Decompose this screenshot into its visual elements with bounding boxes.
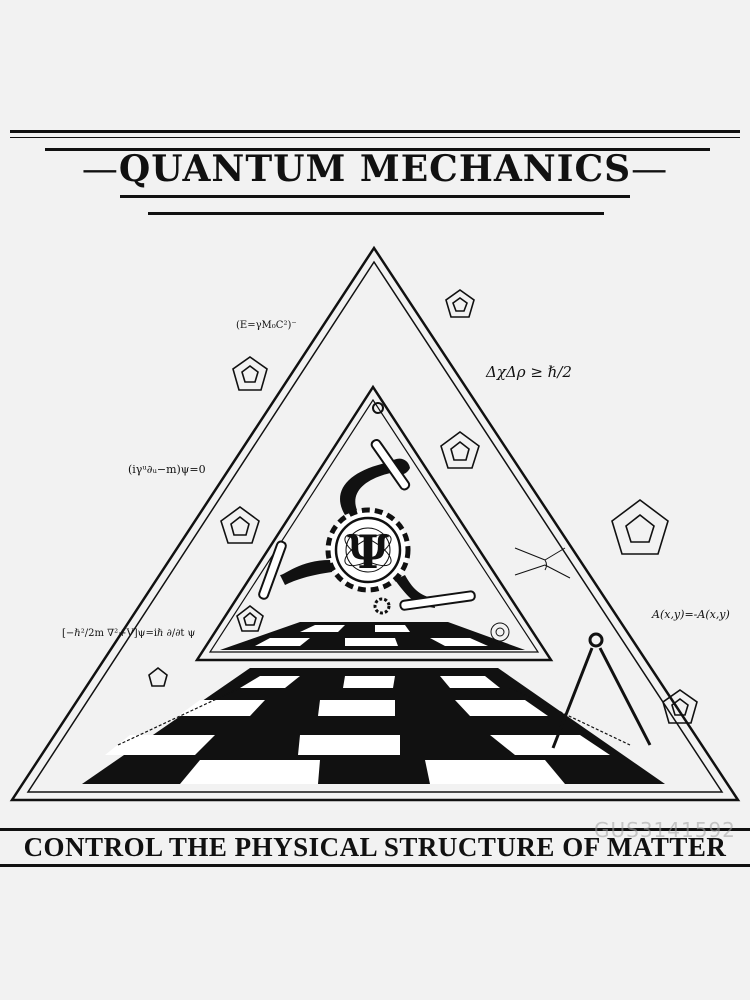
inner-chessboard-grid	[255, 625, 488, 646]
title-text: QUANTUM MECHANICS	[118, 148, 632, 190]
top-rule-1	[10, 130, 740, 133]
compass-icon	[551, 632, 652, 749]
floor-edge-scribbles	[117, 687, 631, 746]
psi-symbol: Ψ	[347, 525, 389, 579]
top-rule-2	[10, 137, 740, 138]
bottom-rule-2	[0, 864, 750, 867]
atom-doodle	[490, 622, 510, 642]
equation-dirac: (iγᵘ∂ᵤ−m)ψ=0	[128, 463, 206, 476]
equation-uncertainty: ΔχΔρ ≥ ℏ/2	[485, 363, 572, 381]
top-rule-3	[45, 148, 710, 151]
dodecahedron-icons	[148, 289, 698, 724]
equation-antisymmetry: A(x,y)=-A(x,y)	[651, 608, 730, 621]
inner-triangle	[194, 384, 554, 662]
inner-triangle-inner-line	[208, 398, 540, 653]
wrenches	[258, 438, 476, 611]
bottom-rule-1	[0, 828, 750, 831]
outer-triangle	[9, 245, 741, 802]
floor-chessboard-grid	[105, 676, 610, 784]
tagline: CONTROL THE PHYSICAL STRUCTURE OF MATTER	[23, 832, 727, 862]
title-underline-2	[148, 212, 604, 215]
page-title: —QUANTUM MECHANICS—	[81, 148, 669, 190]
outer-triangle-inner-line	[26, 260, 724, 793]
watermark: GUS3141592	[594, 818, 736, 842]
gear-psi-emblem	[325, 507, 411, 593]
small-gear-icon-top	[372, 402, 384, 414]
small-gear-icon	[373, 597, 391, 615]
title-underline-1	[120, 195, 630, 198]
equation-schrodinger: [−ℏ²/2m ∇²+V]ψ=iℏ ∂/∂t ψ	[62, 628, 196, 639]
feynman-diagram	[514, 547, 571, 579]
equation-mass-energy: (E=γM₀C²)⁻	[236, 320, 297, 331]
